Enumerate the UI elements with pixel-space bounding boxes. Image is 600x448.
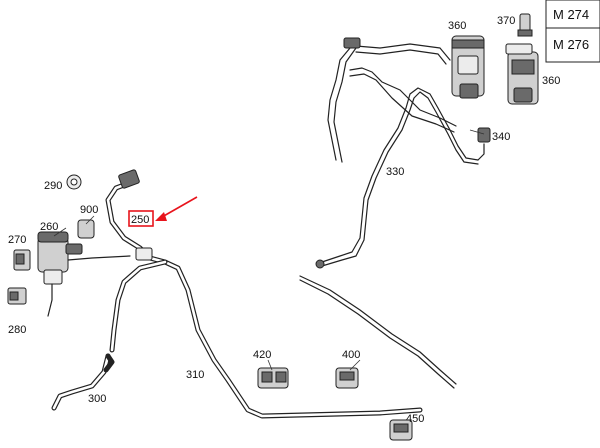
part-label-360-upper[interactable]: 360 <box>448 20 466 32</box>
purge-valve-260[interactable] <box>37 231 131 317</box>
floor-outline <box>299 259 457 389</box>
part-label-250[interactable]: 250 <box>131 214 149 226</box>
canister-360-upper[interactable] <box>451 35 485 99</box>
part-label-360-right[interactable]: 360 <box>542 75 560 87</box>
hose-300[interactable] <box>51 353 115 411</box>
clip-420[interactable] <box>257 367 289 389</box>
connector-900[interactable] <box>77 219 95 239</box>
clamp-290[interactable] <box>66 174 82 190</box>
part-label-420[interactable]: 420 <box>253 349 271 361</box>
part-label-310[interactable]: 310 <box>186 369 204 381</box>
highlight-250 <box>128 196 198 227</box>
highlight-arrow-head <box>155 212 167 221</box>
canister-360-right[interactable] <box>505 43 539 105</box>
part-label-260[interactable]: 260 <box>40 221 58 233</box>
part-labels: 250 260 270 280 290 300 310 330 340 360 … <box>8 15 560 425</box>
part-label-290[interactable]: 290 <box>44 180 62 192</box>
hose-250[interactable] <box>105 169 153 261</box>
engine-variant-m276: M 276 <box>553 37 589 52</box>
vent-line-330[interactable] <box>321 87 485 267</box>
leader-lines <box>53 129 485 371</box>
engine-variant-table: M 274 M 276 <box>545 0 600 63</box>
part-label-900[interactable]: 900 <box>80 204 98 216</box>
vent-line-310[interactable] <box>109 255 423 419</box>
highlight-box <box>128 210 154 227</box>
highlight-arrow-shaft <box>161 196 198 218</box>
part-label-400[interactable]: 400 <box>342 349 360 361</box>
fitting-370[interactable] <box>517 13 533 37</box>
part-label-370[interactable]: 370 <box>497 15 515 27</box>
part-label-450[interactable]: 450 <box>406 413 424 425</box>
clip-450[interactable] <box>389 419 413 441</box>
part-label-270[interactable]: 270 <box>8 234 26 246</box>
part-label-330[interactable]: 330 <box>386 166 404 178</box>
part-label-300[interactable]: 300 <box>88 393 106 405</box>
clip-400[interactable] <box>335 367 359 389</box>
part-label-340[interactable]: 340 <box>492 131 510 143</box>
part-label-280[interactable]: 280 <box>8 324 26 336</box>
bracket-270[interactable] <box>13 249 31 271</box>
bracket-280[interactable] <box>7 287 27 305</box>
vent-line-upper <box>327 37 457 163</box>
clip-340[interactable] <box>477 127 491 143</box>
engine-variant-m274: M 274 <box>553 7 589 22</box>
